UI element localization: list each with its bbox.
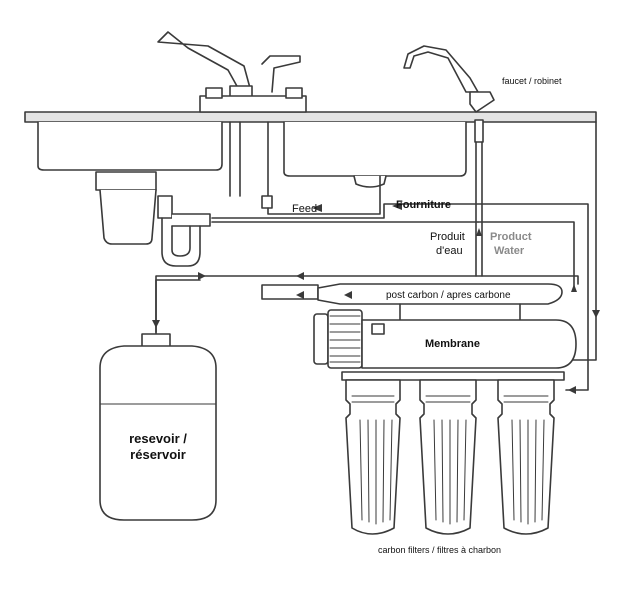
- arrow-tank-down: [152, 320, 160, 328]
- carbon-filters-label: carbon filters / filtres à charbon: [378, 546, 501, 556]
- arrow-membrane-return: [568, 386, 576, 394]
- faucet-label: faucet / robinet: [502, 77, 562, 87]
- arrow-tank-line-2: [296, 272, 304, 280]
- arrow-product-up: [476, 228, 482, 236]
- post-carbon-label: post carbon / apres carbone: [386, 290, 511, 301]
- arrow-up-right: [571, 284, 577, 292]
- main-faucet: [158, 32, 306, 112]
- garbage-disposal: [96, 172, 210, 266]
- arrow-right-down: [592, 310, 600, 318]
- produit-label-1: Produit: [430, 231, 465, 243]
- filter-bracket: [342, 372, 564, 380]
- reservoir-label-1: resevoir /: [118, 432, 198, 446]
- carbon-filter-2: [420, 380, 476, 534]
- arrow-tank-line: [198, 272, 206, 280]
- carbon-filter-1: [346, 380, 400, 534]
- membrane-label: Membrane: [425, 338, 480, 350]
- fourniture-label: Fourniture: [396, 199, 451, 211]
- product-label-1: Product: [490, 231, 532, 243]
- reservoir-label-2: réservoir: [118, 448, 198, 462]
- feed-label: Feed: [292, 203, 317, 215]
- countertop: [25, 112, 596, 122]
- product-label-2: Water: [494, 245, 524, 257]
- reservoir-tank: [100, 334, 216, 520]
- produit-label-2: d'eau: [436, 245, 463, 257]
- carbon-filter-3: [498, 380, 554, 534]
